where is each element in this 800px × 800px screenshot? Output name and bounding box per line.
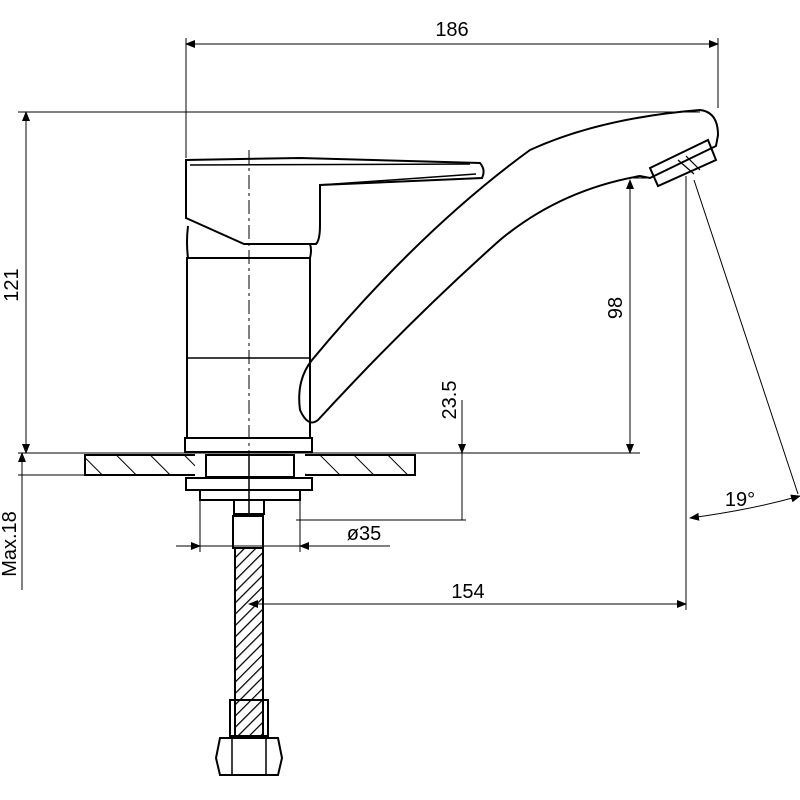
lever-handle: [185, 156, 485, 245]
dim-overall-height: 121: [1, 268, 23, 301]
mounting-hardware: [185, 454, 313, 515]
dim-overall-width: 186: [435, 19, 468, 41]
countertop-section: [84, 453, 416, 477]
dim-spout-reach: 154: [451, 581, 484, 603]
dim-base-height: 23.5: [439, 381, 461, 420]
dimension-lines: [18, 38, 800, 610]
dim-base-diameter: ø35: [347, 523, 381, 545]
dim-max-thickness: Max.18: [0, 511, 21, 577]
spout: [298, 108, 720, 424]
dim-spout-height: 98: [605, 297, 627, 319]
aerator: [648, 138, 718, 188]
dim-swivel-angle: 19°: [725, 489, 755, 511]
braided-supply-hose: [214, 515, 284, 776]
